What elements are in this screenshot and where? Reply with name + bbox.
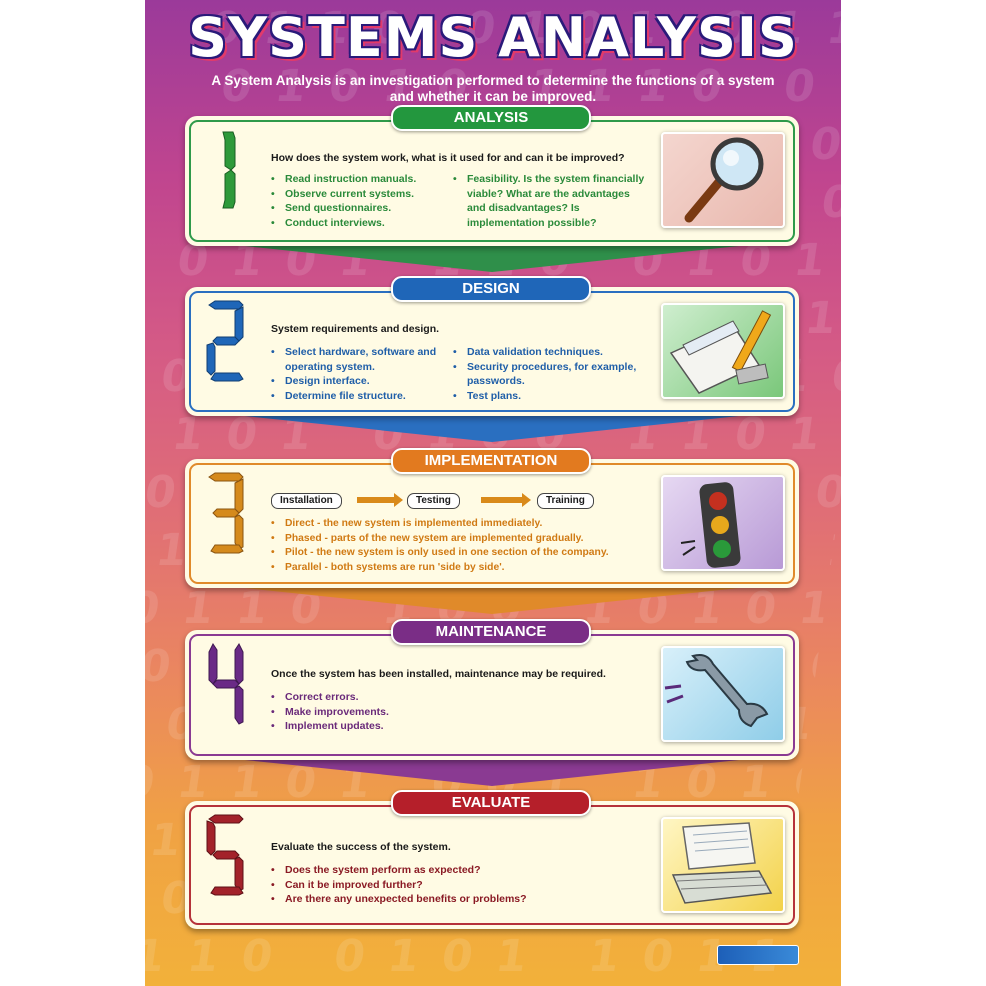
list-item: Direct - the new system is implemented i… (271, 517, 661, 532)
magnifying-glass-icon (661, 132, 785, 228)
list-item: Security procedures, for example, passwo… (453, 360, 643, 389)
list-item: Data validation techniques. (453, 345, 643, 360)
wrench-icon (661, 646, 785, 742)
design-right-list: Data validation techniques. Security pro… (453, 345, 643, 403)
step-number-1 (222, 131, 236, 209)
step-header-implementation: IMPLEMENTATION (391, 448, 591, 474)
flow-arrow (357, 493, 403, 507)
step-panel-evaluate: EVALUATE Evaluate the success of the sys… (185, 790, 799, 929)
list-item: Make improvements. (271, 705, 571, 720)
list-item: Does the system perform as expected? (271, 863, 591, 878)
design-tools-icon (661, 303, 785, 399)
poster-title: SYSTEMS ANALYSIS (188, 6, 798, 69)
list-item: Read instruction manuals. (271, 172, 451, 187)
analysis-left-list: Read instruction manuals. Observe curren… (271, 172, 451, 230)
analysis-right-list: Feasibility. Is the system financially v… (453, 172, 649, 230)
list-item: Feasibility. Is the system financially v… (453, 172, 649, 230)
list-item: Observe current systems. (271, 187, 451, 202)
implementation-list: Direct - the new system is implemented i… (271, 517, 661, 575)
flow-step-installation: Installation (271, 493, 342, 509)
list-item: Are there any unexpected benefits or pro… (271, 892, 591, 907)
list-item: Select hardware, software and operating … (271, 345, 443, 374)
poster: 0 1 1 0 0 1 0 1 0 1 1 0 0 0 1 0 1 0 1 1 … (145, 0, 841, 986)
step-number-2 (206, 300, 244, 382)
list-item: Can it be improved further? (271, 878, 591, 893)
list-item: Send questionnaires. (271, 201, 451, 216)
list-item: Design interface. (271, 374, 443, 389)
step-lead-evaluate: Evaluate the success of the system. (271, 841, 451, 853)
design-left-list: Select hardware, software and operating … (271, 345, 443, 403)
flow-step-training: Training (537, 493, 594, 509)
list-item: Pilot - the new system is only used in o… (271, 546, 661, 561)
list-item: Test plans. (453, 389, 643, 404)
poster-subtitle: A System Analysis is an investigation pe… (211, 73, 775, 104)
maintenance-list: Correct errors. Make improvements. Imple… (271, 690, 571, 734)
step-header-analysis: ANALYSIS (391, 105, 591, 131)
list-item: Determine file structure. (271, 389, 443, 404)
step-lead-analysis: How does the system work, what is it use… (271, 152, 625, 164)
step-panel-analysis: ANALYSIS How does the system work, what … (185, 105, 799, 246)
step-lead-maintenance: Once the system has been installed, main… (271, 668, 606, 680)
printout-icon (661, 817, 785, 913)
list-item: Phased - parts of the new system are imp… (271, 532, 661, 547)
step-header-maintenance: MAINTENANCE (391, 619, 591, 645)
step-header-evaluate: EVALUATE (391, 790, 591, 816)
step-number-4 (208, 643, 244, 725)
step-lead-design: System requirements and design. (271, 323, 440, 335)
step-panel-implementation: IMPLEMENTATION Installation Testing Trai… (185, 448, 799, 588)
traffic-light-icon (661, 475, 785, 571)
flow-arrow (481, 493, 531, 507)
evaluate-list: Does the system perform as expected? Can… (271, 863, 591, 907)
step-number-3 (208, 472, 244, 554)
list-item: Implement updates. (271, 719, 571, 734)
flow-step-testing: Testing (407, 493, 460, 509)
step-number-5 (206, 814, 244, 896)
list-item: Conduct interviews. (271, 216, 451, 231)
list-item: Parallel - both systems are run 'side by… (271, 561, 661, 576)
publisher-logo (717, 945, 799, 965)
step-header-design: DESIGN (391, 276, 591, 302)
list-item: Correct errors. (271, 690, 571, 705)
step-panel-maintenance: MAINTENANCE Once the system has been ins… (185, 619, 799, 760)
step-panel-design: DESIGN System requirements and design. S… (185, 276, 799, 416)
